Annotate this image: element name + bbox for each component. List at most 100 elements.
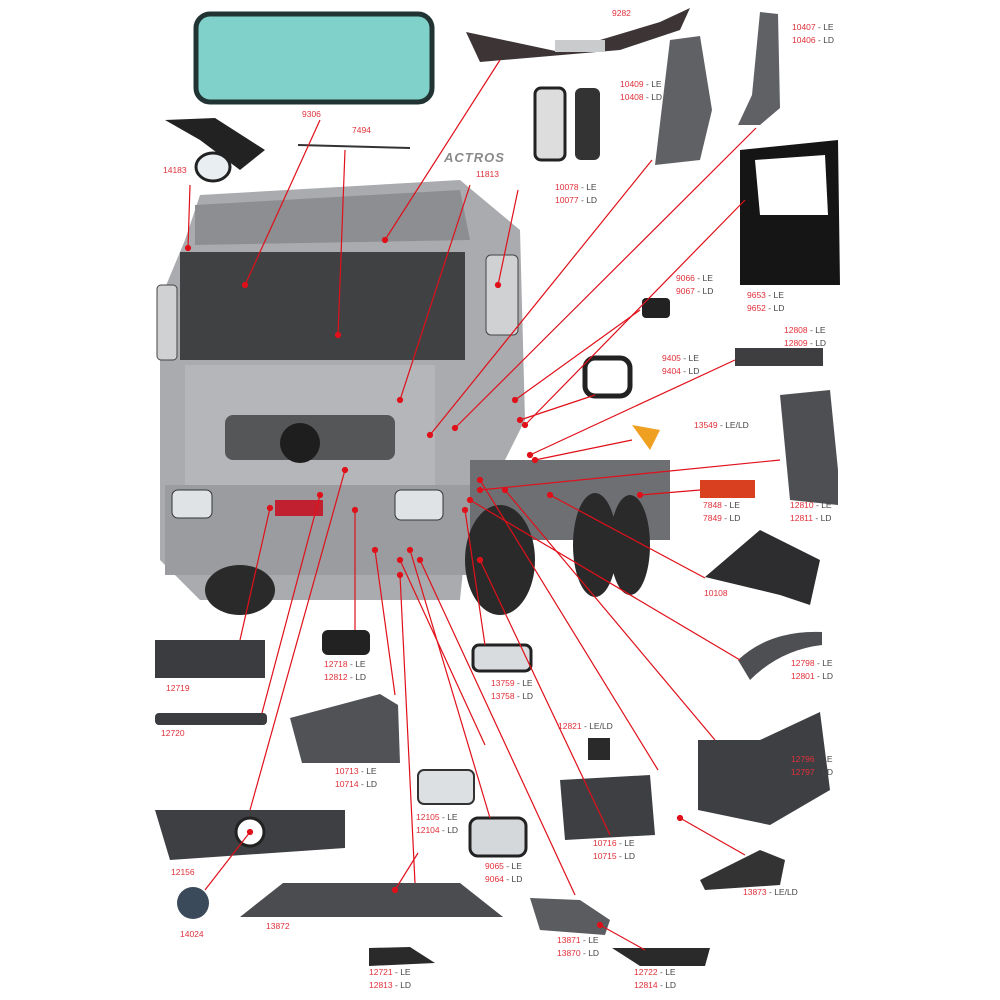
part-code: 9306 [302,109,321,119]
part-code: 12797 [791,766,815,777]
part-code: 12720 [161,728,185,738]
side-suffix: - LE/LD [766,887,798,897]
leader-dot [341,466,349,474]
leader-dot [636,491,644,499]
leader-line [204,831,251,891]
side-suffix: - LD [694,285,714,296]
wide-angle-mirror-part [165,118,265,183]
part-number-line: 10715 - LD [593,850,635,863]
side-suffix: - LD [814,670,834,681]
part-code: 10408 [620,91,644,102]
leader-dot [516,416,524,424]
part-code: 12722 [634,967,658,977]
part-code: 10713 [335,766,359,776]
leader-line [479,459,781,491]
battery-cover-part [705,530,820,605]
leader-dot [511,396,519,404]
side-suffix: - LD [815,34,835,45]
side-suffix: - LE/LD [581,721,613,731]
side-suffix: - LE [657,967,676,977]
part-number-line: 7494 [352,124,371,137]
part-number-line: 10078 - LE [555,181,597,194]
part-code: 14024 [180,929,204,939]
leader-dot [531,456,539,464]
door-trim-part [735,348,823,366]
leader-line [679,817,746,856]
part-code: 12821 [558,721,582,731]
side-suffix: - LE [347,659,366,669]
leader-dot [676,814,684,822]
plate-bracket-part [155,640,265,678]
leader-line [394,852,419,891]
part-number-line: 9064 - LD [485,873,522,886]
part-code: 12104 [416,824,440,835]
headlamp-part [417,769,475,805]
leader-dot [476,486,484,494]
leader-line [337,149,346,336]
side-suffix: - LD [721,512,741,523]
part-label-wide-angle-mirror: 14183 [163,164,187,177]
part-label-wiper-blade: 7494 [352,124,371,137]
part-code: 13759 [491,678,515,688]
part-number-line: 12156 [171,866,195,879]
part-number-line: 12821 - LE/LD [558,720,613,733]
star-emblem-part [177,887,209,919]
part-number-line: 10716 - LE [593,837,635,850]
part-code: 13549 [694,420,718,430]
part-number-line: 12720 [161,727,185,740]
part-label-windshield: 9306 [302,108,321,121]
side-suffix: - LE [643,79,662,89]
part-number-line: 12811 - LD [790,512,832,525]
leader-line [399,184,471,401]
part-number-line: 10408 - LD [620,91,662,104]
leader-dot [596,921,604,929]
part-code: 9064 [485,873,504,884]
bumper-grille-part [612,948,710,966]
leader-dot [466,496,474,504]
leader-line [529,359,736,456]
leader-dot [241,281,249,289]
part-code: 12808 [784,325,808,335]
part-label-actros-emblem: 11813 [476,168,499,181]
part-code: 10077 [555,194,579,205]
side-suffix: - LD [514,690,534,701]
part-code: 10407 [792,22,816,32]
part-number-line: 12798 - LE [791,657,833,670]
part-code: 9653 [747,290,766,300]
side-suffix: - LE [514,678,533,688]
part-code: 12812 [324,671,348,682]
leader-dot [526,451,534,459]
leader-dot [266,504,274,512]
leader-line [534,439,633,461]
part-code: 10715 [593,850,617,861]
leader-line [239,507,271,641]
part-number-line: 12814 - LD [634,979,676,992]
side-suffix: - LD [503,873,523,884]
leader-dot [184,244,192,252]
leader-line [454,127,757,429]
side-suffix: - LE [580,935,599,945]
part-code: 12796 [791,754,815,764]
spoiler-cover-part [369,947,435,966]
part-number-line: 12812 - LD [324,671,366,684]
part-code: 12719 [166,683,190,693]
part-label-plate-bracket: 12719 [166,682,190,695]
side-suffix: - LE [694,273,713,283]
side-suffix: - LD [578,194,598,205]
leader-dot [476,556,484,564]
truck-illustration [156,180,670,615]
part-code: 9066 [676,273,695,283]
side-suffix: - LD [680,365,700,376]
part-code: 13758 [491,690,515,701]
part-number-line: 9066 - LE [676,272,713,285]
part-number-line: 12721 - LE [369,966,411,979]
part-label-battery-cover: 10108 [704,587,728,600]
part-number-line: 13871 - LE [557,934,599,947]
side-suffix: - LE [807,325,826,335]
